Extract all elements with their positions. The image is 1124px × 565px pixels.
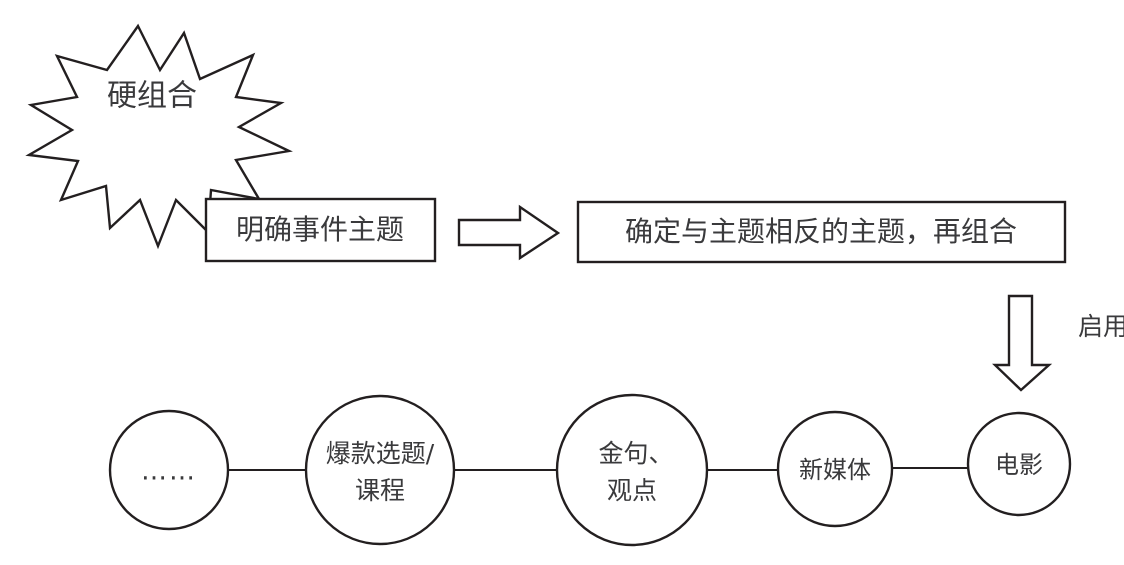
- chain-node-new-media[interactable]: 新媒体: [776, 410, 894, 528]
- block-arrow-right-shape: [457, 204, 561, 261]
- starburst-shape: [25, 23, 293, 250]
- starburst-label: 硬组合: [107, 79, 197, 114]
- chain-node-hot-topic-label-line1: 爆款选题/: [326, 439, 435, 468]
- process-step-1[interactable]: 明确事件主题: [204, 197, 437, 263]
- process-step-2[interactable]: 确定与主题相反的主题，再组合: [576, 200, 1067, 264]
- chain-node-ellipsis-circle: [108, 409, 230, 531]
- chain-node-hot-topic-circle: [304, 394, 456, 546]
- step-2-box: [576, 200, 1067, 264]
- block-arrow-down-shape: [992, 294, 1053, 392]
- step-1-label: 明确事件主题: [236, 213, 404, 246]
- chain-node-movie-circle: [966, 411, 1072, 517]
- step-1-box: [204, 197, 437, 263]
- step-2-label: 确定与主题相反的主题，再组合: [625, 215, 1017, 248]
- chain-node-movie[interactable]: 电影: [966, 411, 1072, 517]
- block-arrow-down-icon: [992, 294, 1053, 392]
- starburst-callout[interactable]: 硬组合: [25, 23, 293, 250]
- chain-node-golden-quote[interactable]: 金句、 观点: [555, 393, 709, 547]
- chain-node-new-media-label: 新媒体: [799, 456, 871, 484]
- block-arrow-right-icon: [457, 204, 561, 261]
- chain-node-ellipsis-label: ……: [141, 457, 197, 487]
- chain-node-golden-quote-label-line1: 金句、: [598, 439, 673, 468]
- chain-node-ellipsis[interactable]: ……: [108, 409, 230, 531]
- chain-node-hot-topic-label-line2: 课程: [355, 476, 405, 505]
- chain-node-new-media-circle: [776, 410, 894, 528]
- chain-node-golden-quote-label-line2: 观点: [607, 476, 657, 505]
- chain-node-hot-topic[interactable]: 爆款选题/ 课程: [304, 394, 456, 546]
- chain-node-golden-quote-circle: [555, 393, 709, 547]
- block-arrow-down-label: 启用: [1078, 312, 1124, 341]
- chain-node-movie-label: 电影: [995, 451, 1043, 479]
